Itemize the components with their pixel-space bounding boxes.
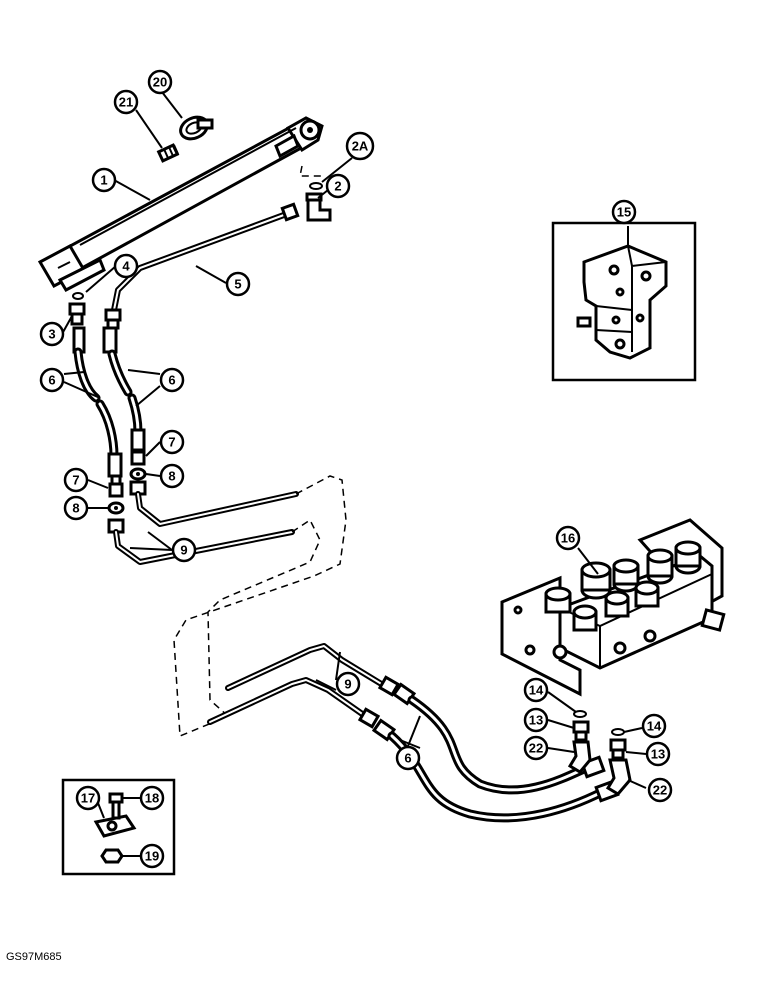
- tube-lower-left: [207, 677, 381, 729]
- svg-text:7: 7: [168, 435, 175, 450]
- solenoid-valve-bank: [500, 518, 726, 697]
- callout-16: 16: [555, 525, 581, 551]
- svg-text:15: 15: [617, 205, 631, 220]
- callout-5: 5: [225, 271, 251, 297]
- svg-text:5: 5: [234, 277, 241, 292]
- o-ring-lower-left: [573, 710, 587, 718]
- callout-18: 18: [139, 785, 165, 811]
- svg-text:1: 1: [100, 173, 107, 188]
- svg-text:9: 9: [344, 677, 351, 692]
- adapter-lower-right: [609, 738, 627, 760]
- bolt: [108, 792, 124, 820]
- callout-13-left: 13: [523, 707, 549, 733]
- elbow-fitting: [305, 192, 332, 222]
- callout-2: 2: [325, 173, 351, 199]
- callout-13-right: 13: [645, 741, 671, 767]
- nut: [100, 848, 124, 864]
- elbow-lower-right: [605, 758, 632, 796]
- svg-text:20: 20: [153, 75, 167, 90]
- svg-text:7: 7: [72, 473, 79, 488]
- callout-8-lower: 8: [63, 495, 89, 521]
- svg-text:2A: 2A: [352, 139, 369, 154]
- svg-text:3: 3: [48, 327, 55, 342]
- svg-text:14: 14: [647, 719, 662, 734]
- callout-8-upper: 8: [159, 463, 185, 489]
- callout-14-left: 14: [523, 677, 549, 703]
- drawing-code: GS97M685: [6, 951, 62, 963]
- adapter-fitting: [68, 302, 86, 326]
- callout-4: 4: [113, 253, 139, 279]
- callout-6-lower: 6: [395, 745, 421, 771]
- callout-20: 20: [147, 69, 173, 95]
- svg-text:8: 8: [168, 469, 175, 484]
- svg-text:2: 2: [334, 179, 341, 194]
- callout-19: 19: [139, 843, 165, 869]
- callout-17: 17: [75, 785, 101, 811]
- svg-text:13: 13: [651, 747, 665, 762]
- callout-3: 3: [39, 321, 65, 347]
- svg-text:22: 22: [653, 783, 667, 798]
- o-ring-left: [72, 292, 84, 300]
- hose-left-upper: [72, 326, 123, 486]
- callout-1: 1: [91, 167, 117, 193]
- hose-right-upper: [102, 326, 146, 452]
- callout-7-lower: 7: [63, 467, 89, 493]
- adapter-fitting-right: [104, 308, 122, 330]
- svg-text:19: 19: [145, 849, 159, 864]
- svg-text:14: 14: [529, 683, 544, 698]
- callout-9-lower: 9: [335, 671, 361, 697]
- fitting-upper: [129, 450, 147, 481]
- callout-6-upper-left: 6: [39, 367, 65, 393]
- svg-text:17: 17: [81, 791, 95, 806]
- svg-text:8: 8: [72, 501, 79, 516]
- o-ring: [309, 182, 323, 190]
- callout-21: 21: [113, 89, 139, 115]
- leader-lines: [61, 91, 647, 857]
- svg-text:18: 18: [145, 791, 159, 806]
- control-valve: [576, 244, 668, 360]
- callout-15: 15: [611, 199, 637, 225]
- svg-text:6: 6: [404, 751, 411, 766]
- tube-upper-long: [129, 480, 299, 527]
- callout-14-right: 14: [641, 713, 667, 739]
- fitting-lower: [107, 482, 125, 515]
- svg-text:21: 21: [119, 95, 133, 110]
- elbow-lower-left: [567, 740, 592, 774]
- callout-6-upper-right: 6: [159, 367, 185, 393]
- adapter-lower-left: [572, 720, 590, 742]
- callout-7-upper: 7: [159, 429, 185, 455]
- svg-text:22: 22: [529, 741, 543, 756]
- plug: [156, 143, 180, 163]
- steel-tube: [111, 202, 300, 313]
- svg-text:6: 6: [48, 373, 55, 388]
- tube-lower-right: [225, 643, 401, 697]
- callout-22-right: 22: [647, 777, 673, 803]
- callout-22-left: 22: [523, 735, 549, 761]
- svg-text:16: 16: [561, 531, 575, 546]
- svg-text:6: 6: [168, 373, 175, 388]
- svg-text:13: 13: [529, 713, 543, 728]
- hose-clamp: [179, 115, 214, 141]
- callout-2a: 2A: [345, 131, 375, 161]
- o-ring-lower-right: [611, 728, 625, 736]
- callout-9-upper: 9: [171, 537, 197, 563]
- svg-text:9: 9: [180, 543, 187, 558]
- svg-text:4: 4: [122, 259, 130, 274]
- hydraulic-cylinder: [37, 116, 324, 292]
- tube-lower-long: [107, 518, 295, 565]
